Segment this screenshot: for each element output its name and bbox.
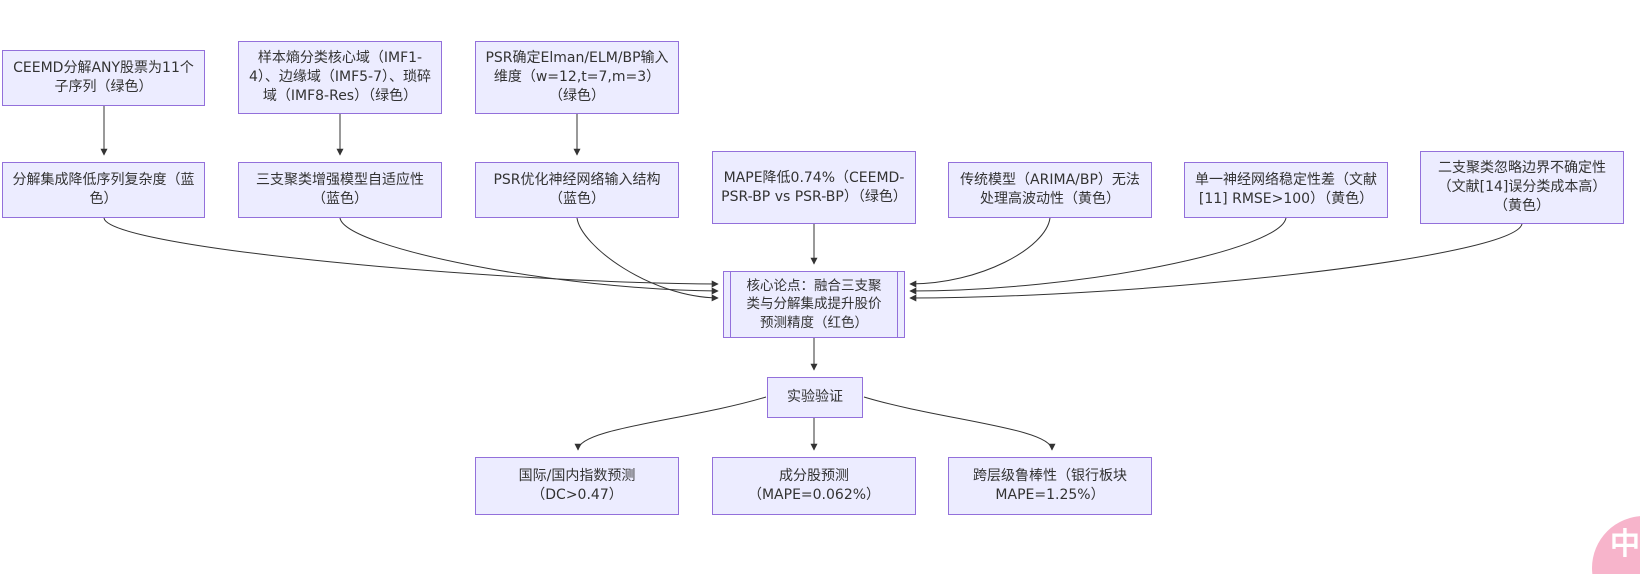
edge-psropt-to-core (576, 217, 719, 302)
node-psr-optimizes-input: PSR优化神经网络输入结构（蓝色） (475, 162, 679, 218)
node-cross-level-robustness: 跨层级鲁棒性（银行板块MAPE=1.25%） (948, 457, 1152, 515)
edge-exp-to-index (574, 396, 767, 451)
node-psr-input-dimension: PSR确定Elman/ELM/BP输入维度（w=12,t=7,m=3）（绿色） (475, 41, 679, 114)
node-two-way-clustering-limitation: 二支聚类忽略边界不确定性（文献[14]误分类成本高）（黄色） (1420, 151, 1624, 224)
node-constituent-stock-prediction: 成分股预测（MAPE=0.062%） (712, 457, 916, 515)
node-ceemd-decomposition: CEEMD分解ANY股票为11个子序列（绿色） (2, 50, 205, 106)
node-index-prediction: 国际/国内指数预测（DC>0.47） (475, 457, 679, 515)
node-single-nn-instability: 单一神经网络稳定性差（文献[11] RMSE>100）（黄色） (1184, 162, 1388, 218)
node-mape-reduction: MAPE降低0.74%（CEEMD-PSR-BP vs PSR-BP）（绿色） (712, 151, 916, 224)
node-sample-entropy-domains: 样本熵分类核心域（IMF1-4）、边缘域（IMF5-7）、琐碎域（IMF8-Re… (238, 41, 442, 114)
translate-badge-en-label: A (1638, 554, 1640, 574)
translate-badge-cn-label: 中 (1610, 527, 1640, 562)
node-traditional-model-limitation: 传统模型（ARIMA/BP）无法处理高波动性（黄色） (948, 162, 1152, 218)
node-decomposition-reduces-complexity: 分解集成降低序列复杂度（蓝色） (2, 162, 205, 218)
node-core-thesis: 核心论点：融合三支聚类与分解集成提升股价预测精度（红色） (723, 271, 905, 338)
edge-exp-to-robust (863, 396, 1056, 451)
edge-twoway-to-core (909, 223, 1523, 302)
node-experimental-validation: 实验验证 (767, 377, 863, 418)
translate-badge-button[interactable]: 中 A (1592, 516, 1640, 574)
node-three-way-clustering-adaptivity: 三支聚类增强模型自适应性（蓝色） (238, 162, 442, 218)
edge-twc-to-core (339, 217, 719, 295)
edge-singlenn-to-core (909, 217, 1287, 295)
edge-arima-to-core (909, 217, 1051, 288)
edge-decomp-to-core (103, 217, 719, 288)
